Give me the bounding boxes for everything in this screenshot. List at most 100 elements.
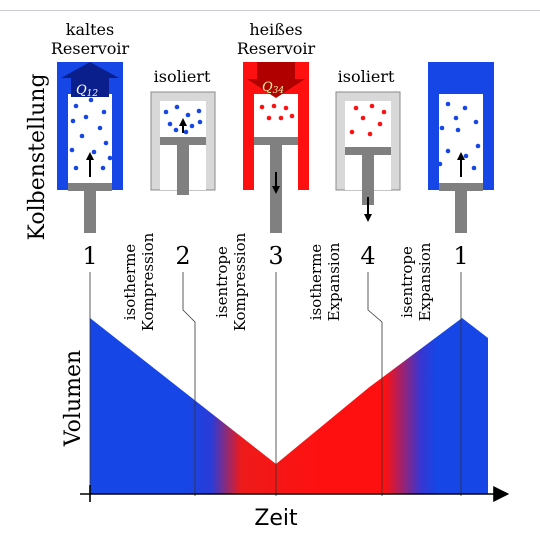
- volume-area: [90, 318, 488, 494]
- process-label-3: isotherme Expansion: [307, 242, 343, 321]
- gas-particle: [73, 103, 79, 109]
- gas-particle: [353, 105, 359, 111]
- cold-reservoir-line1: kaltes: [66, 20, 114, 39]
- heat-arrow-shape: [61, 62, 119, 97]
- gas-particle: [197, 119, 203, 125]
- cold-reservoir-line2: Reservoir: [51, 39, 130, 58]
- gas-particle: [455, 127, 461, 133]
- gas-particle: [183, 129, 189, 135]
- piston-head: [254, 137, 298, 145]
- piston-position-axis-label: Kolbenstellung: [25, 73, 50, 240]
- gas-particle: [69, 147, 75, 153]
- gas-particle: [185, 112, 191, 118]
- cylinder-4: [335, 91, 401, 222]
- gas-particle: [259, 104, 265, 110]
- gas-particle: [463, 153, 469, 159]
- guide-line-4: [367, 272, 383, 496]
- gas-particle: [377, 121, 383, 127]
- cylinder-3: Q34: [243, 62, 309, 233]
- gas-particle: [100, 165, 106, 171]
- piston-rod: [362, 155, 374, 205]
- cylinder-row: Q12 Q34: [57, 62, 494, 233]
- svg-text:isotherme: isotherme: [121, 244, 139, 320]
- gas-particle: [462, 105, 468, 111]
- heat-q34-subscript: 34: [273, 86, 285, 96]
- cylinder-2: [150, 91, 216, 195]
- gas-particle: [163, 109, 169, 115]
- gas-particle: [79, 133, 85, 139]
- arrow-head: [457, 152, 465, 160]
- svg-text:isentrope: isentrope: [398, 246, 416, 318]
- hot-reservoir-line2: Reservoir: [237, 39, 316, 58]
- gas-particle: [473, 119, 479, 125]
- svg-text:Kompression: Kompression: [231, 232, 249, 331]
- piston-head: [345, 147, 391, 155]
- gas-particle: [266, 115, 272, 121]
- gas-particle: [349, 129, 355, 135]
- piston-head: [439, 183, 483, 191]
- cylinder-1: Q12: [57, 62, 123, 233]
- gas-particle: [439, 125, 445, 131]
- gas-particle: [196, 108, 202, 114]
- gas-particle: [367, 131, 373, 137]
- gas-particle: [88, 97, 94, 103]
- time-axis-label: Zeit: [254, 506, 298, 531]
- gas-particle: [103, 140, 109, 146]
- gas-particle: [70, 118, 76, 124]
- piston-head: [68, 183, 112, 191]
- gas-particle: [91, 149, 97, 155]
- gas-particle: [471, 165, 477, 171]
- gas-particle: [453, 115, 459, 121]
- svg-text:Expansion: Expansion: [416, 242, 434, 321]
- state-number-4: 4: [360, 242, 375, 270]
- gas-particle: [369, 103, 375, 109]
- gas-particle: [73, 165, 79, 171]
- gas-particle: [189, 123, 195, 129]
- gas-particle: [278, 115, 284, 121]
- gas-particle: [101, 109, 107, 115]
- piston-rod: [84, 191, 96, 233]
- state-number-3: 3: [268, 242, 283, 270]
- gas-particle: [283, 105, 289, 111]
- arrow-head: [179, 118, 187, 126]
- svg-text:isentrope: isentrope: [213, 246, 231, 318]
- gas-particle: [381, 109, 387, 115]
- state-number-1b: 1: [453, 242, 468, 270]
- gas-particle: [475, 143, 481, 149]
- gas-particle: [97, 125, 103, 131]
- heat-arrow-shape: [247, 62, 305, 98]
- svg-text:Kompression: Kompression: [139, 232, 157, 331]
- gas-particle: [83, 114, 89, 120]
- heat-q12-subscript: 12: [87, 89, 99, 99]
- gas-particle: [167, 121, 173, 127]
- gas-particle: [174, 104, 180, 110]
- svg-text:isotherme: isotherme: [307, 244, 325, 320]
- heat-q34-arrow: Q34: [247, 62, 305, 98]
- piston-head: [160, 137, 206, 145]
- gas-particle: [445, 148, 451, 154]
- arrow-head: [86, 152, 94, 160]
- insulated-caption-4: isoliert: [338, 67, 395, 86]
- gas-particle: [437, 161, 443, 167]
- top-border: [0, 0, 540, 11]
- piston-rod: [177, 145, 189, 195]
- arrow-head: [272, 186, 280, 194]
- gas-particle: [289, 113, 295, 119]
- piston-rod: [455, 191, 467, 233]
- guide-line-2: [182, 272, 196, 496]
- process-label-4: isentrope Expansion: [398, 242, 434, 321]
- gas-particle: [173, 127, 179, 133]
- heat-q12-arrow: Q12: [61, 62, 119, 99]
- state-number-2: 2: [175, 242, 190, 270]
- state-number-1: 1: [82, 242, 97, 270]
- gas-particle: [360, 115, 366, 121]
- svg-text:Expansion: Expansion: [325, 242, 343, 321]
- insulated-caption-2: isoliert: [154, 67, 211, 86]
- arrow-head: [364, 214, 372, 222]
- gas-particle: [107, 155, 113, 161]
- cylinder-5: [428, 62, 494, 233]
- hot-reservoir-line1: heißes: [249, 20, 302, 39]
- process-label-1: isotherme Kompression: [121, 232, 157, 331]
- volume-axis-label: Volumen: [61, 350, 86, 447]
- process-label-2: isentrope Kompression: [213, 232, 249, 331]
